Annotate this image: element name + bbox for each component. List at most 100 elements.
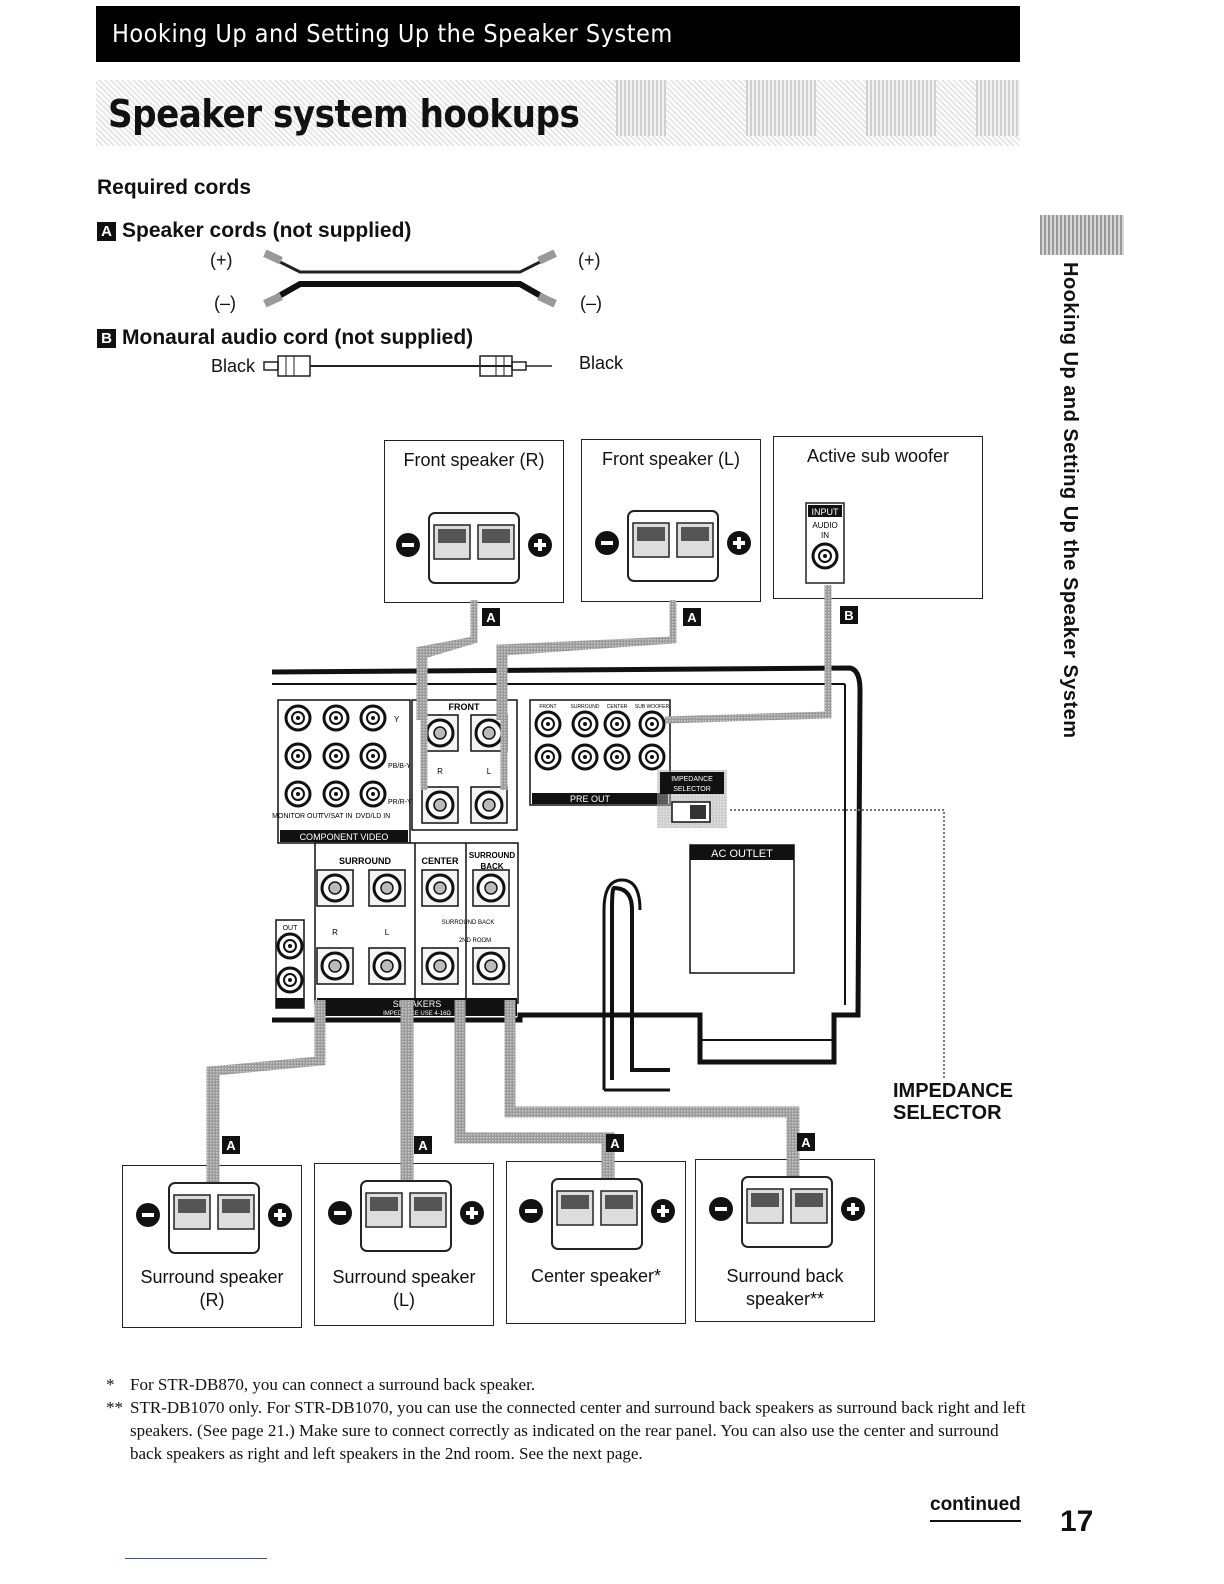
banner-block [976,80,1020,136]
subwoofer-label: Active sub woofer [806,446,950,466]
center-speaker-label1: Center speaker* [530,1266,662,1286]
footnote-2-text: STR-DB1070 only. For STR-DB1070, you can… [130,1398,1026,1463]
svg-text:R: R [332,928,338,937]
surround-speaker-right-terminals [135,1182,293,1254]
svg-text:B: B [844,608,853,623]
front-speaker-right-label: Front speaker (R) [403,450,545,470]
surround-speaker-left-label2: (L) [393,1290,415,1310]
svg-text:SURROUND BACK: SURROUND BACK [442,920,495,926]
svg-text:L: L [487,767,492,776]
footnote-2-mark: ** [106,1398,123,1417]
svg-text:CENTER: CENTER [421,856,459,866]
svg-text:FRONT: FRONT [539,704,556,710]
footnotes: * For STR-DB870, you can connect a surrou… [106,1373,1026,1465]
footnote-1: * For STR-DB870, you can connect a surrou… [106,1373,1026,1396]
svg-text:AUDIO: AUDIO [812,521,837,530]
ac-outlet: AC OUTLET [689,844,795,974]
cord-a-minus-left: (–) [214,293,236,313]
receiver-front-speaker-terminals: FRONT R L [411,699,518,831]
cord-a-minus-right: (–) [580,293,602,313]
svg-text:INPUT: INPUT [812,507,840,517]
svg-text:MONITOR OUT: MONITOR OUT [272,813,322,820]
cord-b-title: B Monaural audio cord (not supplied) [97,326,473,350]
center-speaker-terminals [518,1178,676,1250]
impedance-selector-label: IMPEDANCE SELECTOR [893,1080,1013,1124]
cord-a-text: Speaker cords (not supplied) [122,219,412,242]
impedance-selector-switch: IMPEDANCE SELECTOR [657,770,727,828]
svg-text:SURROUND: SURROUND [339,856,392,866]
subwoofer-input-jack: INPUT AUDIO IN [805,502,845,584]
svg-text:COMPONENT VIDEO: COMPONENT VIDEO [300,832,389,842]
receiver-speaker-terminals: SURROUND CENTER SURROUND BACK R L SURROU… [314,842,519,1017]
section-header-bar: Hooking Up and Setting Up the Speaker Sy… [96,6,1020,62]
cord-b-text: Monaural audio cord (not supplied) [122,326,474,349]
side-tab-marker [1040,215,1124,255]
svg-text:A: A [418,1138,428,1153]
svg-text:CENTER: CENTER [607,704,628,710]
front-speaker-left-label: Front speaker (L) [601,449,741,469]
cord-b-end-left: Black [211,356,256,376]
footnote-1-text: For STR-DB870, you can connect a surroun… [130,1375,536,1394]
page-title: Speaker system hookups [108,92,580,136]
svg-text:PRE OUT: PRE OUT [570,794,611,804]
power-cord [602,878,670,1092]
svg-text:FRONT: FRONT [449,702,480,712]
footnote-2: ** STR-DB1070 only. For STR-DB1070, you c… [106,1396,1026,1465]
bottom-rule [125,1558,267,1559]
speaker-cables [206,585,832,1190]
pre-out-jacks: FRONT SURROUND CENTER SUB WOOFER PRE OUT [529,699,671,806]
svg-text:DVD/LD IN: DVD/LD IN [356,813,391,820]
audio-out-jacks: OUT [275,919,305,1009]
impedance-label-line1: IMPEDANCE [893,1080,1014,1102]
surround-back-speaker-label2: speaker** [745,1289,825,1309]
front-speaker-left-terminals [594,510,752,582]
banner-block [866,80,936,136]
component-video-jacks: Y PB/B-Y PR/R-Y MONITOR OUT TV/SAT IN DV… [272,699,412,844]
footnote-1-mark: * [106,1375,115,1394]
cord-a-plus-right: (+) [578,250,601,270]
cord-a-mark: A [97,222,116,241]
svg-text:A: A [687,610,697,625]
front-speaker-right-terminals [395,512,553,584]
svg-text:L: L [385,928,390,937]
cable-markers: A A B A A A A [222,606,858,1154]
title-banner [96,80,1020,146]
svg-text:SURROUND: SURROUND [571,704,600,710]
svg-text:AC OUTLET: AC OUTLET [711,848,773,860]
svg-text:TV/SAT IN: TV/SAT IN [320,813,353,820]
svg-text:2ND ROOM: 2ND ROOM [459,938,491,944]
banner-block [616,80,666,136]
svg-text:R: R [437,767,443,776]
surround-speaker-right-label2: (R) [199,1290,225,1310]
surround-back-speaker-label1: Surround back [726,1266,844,1286]
speaker-cord-illustration [263,250,557,308]
impedance-callout-line [730,809,945,1080]
svg-text:A: A [610,1136,620,1151]
svg-text:PB/B-Y: PB/B-Y [388,763,411,770]
svg-text:IMPEDANCE: IMPEDANCE [671,776,713,783]
surround-back-speaker-terminals [708,1176,866,1248]
svg-text:OUT: OUT [283,925,299,932]
cord-b-end-right: Black [579,353,624,373]
side-tab-text: Hooking Up and Setting Up the Speaker Sy… [1059,262,1081,739]
svg-text:IMPEDANCE USE 4-16Ω: IMPEDANCE USE 4-16Ω [383,1011,451,1017]
section-title: Hooking Up and Setting Up the Speaker Sy… [112,19,673,48]
svg-text:A: A [486,610,496,625]
svg-text:BACK: BACK [480,862,503,871]
surround-speaker-right-label1: Surround speaker [140,1267,284,1287]
surround-speaker-left-terminals [327,1180,485,1252]
cord-a-title: A Speaker cords (not supplied) [97,219,411,243]
page-number: 17 [1060,1505,1094,1538]
svg-text:SELECTOR: SELECTOR [673,786,711,793]
svg-text:A: A [801,1135,811,1150]
svg-text:A: A [226,1138,236,1153]
svg-text:SUB WOOFER: SUB WOOFER [635,704,670,710]
svg-text:SPEAKERS: SPEAKERS [393,999,442,1009]
continued-label: continued [930,1494,1021,1522]
banner-block [746,80,816,136]
monaural-cord-illustration [263,355,552,377]
svg-text:SURROUND: SURROUND [469,851,515,860]
svg-text:Y: Y [394,715,400,724]
cord-b-mark: B [97,329,116,348]
